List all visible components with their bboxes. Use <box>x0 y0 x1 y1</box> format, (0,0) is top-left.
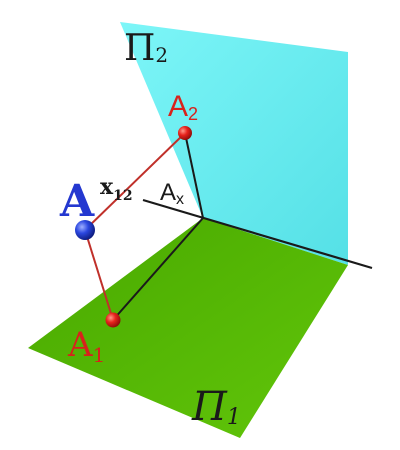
line-a1-ax <box>112 217 204 321</box>
frontal-plane <box>120 22 348 265</box>
horizontal-plane <box>28 218 348 438</box>
point-a2 <box>178 126 192 140</box>
label-plane-horizontal: Π1 <box>191 384 241 430</box>
point-a <box>75 220 95 240</box>
ray-a-a2 <box>84 132 186 231</box>
projection-axis <box>142 198 373 270</box>
line-a2-ax <box>184 132 204 219</box>
label-axis: x12 <box>100 174 133 204</box>
point-a1 <box>105 312 121 328</box>
label-axis-point: Ax <box>160 179 184 208</box>
label-point-a1: A1 <box>67 325 105 367</box>
label-point-a: A <box>59 176 95 227</box>
ray-a-a1 <box>84 229 114 321</box>
label-plane-frontal: Π2 <box>124 28 168 69</box>
label-point-a2: A2 <box>168 90 198 124</box>
